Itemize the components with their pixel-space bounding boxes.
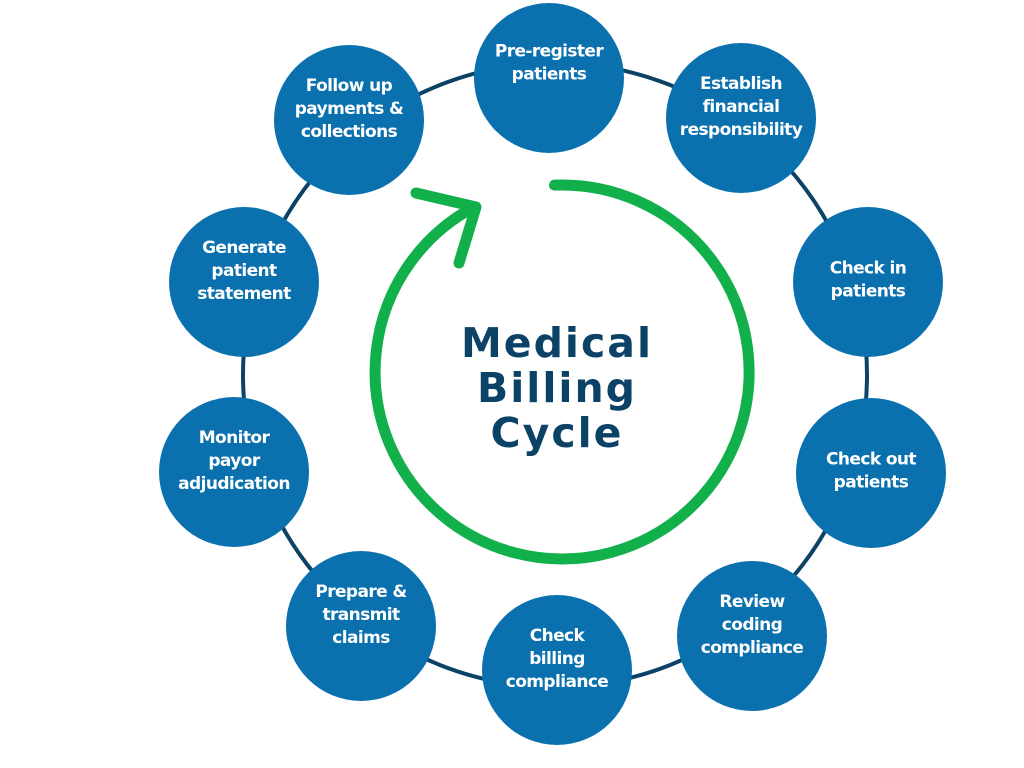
step-node-check-billing-compliance: Check billing compliance	[482, 595, 632, 745]
step-node-generate-patient-statement: Generate patient statement	[169, 207, 319, 357]
step-node-establish-financial-responsibility: Establish financial responsibility	[666, 43, 816, 193]
step-label-line: payor	[208, 451, 260, 471]
step-label-line: financial	[703, 97, 780, 117]
step-label-line: patients	[834, 473, 909, 493]
step-circle	[677, 561, 827, 711]
step-label-line: responsibility	[680, 120, 803, 140]
step-label-line: patients	[512, 65, 587, 85]
step-label-line: coding	[722, 615, 782, 635]
step-label-line: Monitor	[199, 428, 271, 448]
step-circle	[169, 207, 319, 357]
step-label-line: Establish	[700, 74, 782, 94]
step-node-review-coding-compliance: Review coding compliance	[677, 561, 827, 711]
step-label-line: compliance	[506, 672, 609, 692]
step-label-line: Check in	[830, 259, 907, 279]
step-label-line: Check	[530, 626, 586, 646]
step-circle	[793, 207, 943, 357]
step-circle	[666, 43, 816, 193]
step-label-line: Check out	[826, 450, 916, 470]
title-line-3: Cycle	[491, 409, 624, 457]
step-label-line: Prepare &	[315, 582, 407, 602]
cycle-arrow-icon	[369, 179, 755, 565]
step-label-line: statement	[197, 284, 291, 304]
step-node-follow-up-payments-collections: Follow up payments & collections	[274, 45, 424, 195]
step-node-check-in-patients: Check in patients	[793, 207, 943, 357]
step-label-line: compliance	[701, 638, 804, 658]
center-title: Medical Billing Cycle	[461, 319, 653, 457]
step-nodes: Pre-register patients Establish financial re…	[159, 3, 946, 745]
step-circle	[159, 397, 309, 547]
step-label-line: Generate	[202, 238, 286, 258]
step-label-line: Follow up	[306, 76, 393, 96]
cycle-arrow-head	[410, 187, 482, 269]
step-circle	[796, 398, 946, 548]
step-circle	[286, 551, 436, 701]
step-node-check-out-patients: Check out patients	[796, 398, 946, 548]
step-label-line: billing	[529, 649, 585, 669]
step-label-line: payments &	[295, 99, 404, 119]
title-line-1: Medical	[461, 319, 653, 367]
step-label-line: adjudication	[178, 474, 290, 494]
step-node-prepare-transmit-claims: Prepare & transmit claims	[286, 551, 436, 701]
step-label-line: Review	[719, 592, 785, 612]
step-node-pre-register-patients: Pre-register patients	[474, 3, 624, 153]
step-circle	[482, 595, 632, 745]
step-label-line: transmit	[322, 605, 400, 625]
step-circle	[274, 45, 424, 195]
step-node-monitor-payor-adjudication: Monitor payor adjudication	[159, 397, 309, 547]
title-line-2: Billing	[477, 364, 637, 412]
step-label-line: collections	[301, 122, 398, 142]
step-label-line: Pre-register	[495, 42, 605, 62]
step-label-line: patient	[211, 261, 277, 281]
step-label-line: patients	[831, 282, 906, 302]
step-label-line: claims	[332, 628, 390, 648]
cycle-arrow-arc	[369, 179, 755, 565]
step-circle	[474, 3, 624, 153]
